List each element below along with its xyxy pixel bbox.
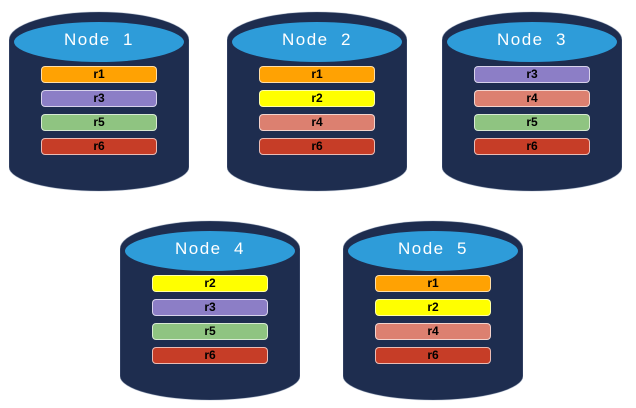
cylinder-top-ellipse xyxy=(123,229,297,273)
replica-bar-r5: r5 xyxy=(41,114,157,131)
replica-bar-r4: r4 xyxy=(375,323,491,340)
cylinder-top-ellipse xyxy=(12,20,186,64)
node-3: Node 3 r3 r4 r5 r6 xyxy=(442,9,622,199)
node-5-title: Node 5 xyxy=(397,239,469,258)
node-1: Node 1 r1 r3 r5 r6 xyxy=(9,9,189,199)
replica-bar-r6: r6 xyxy=(474,138,590,155)
node-4-replica-list: r2 r3 r5 r6 xyxy=(152,275,268,371)
node-3-title: Node 3 xyxy=(496,30,568,49)
node-4: Node 4 r2 r3 r5 r6 xyxy=(120,218,300,408)
node-2: Node 2 r1 r2 r4 r6 xyxy=(227,9,407,199)
replica-bar-r1: r1 xyxy=(259,66,375,83)
cylinder-top-ellipse xyxy=(346,229,520,273)
replica-bar-r3: r3 xyxy=(41,90,157,107)
cylinder-top-ellipse xyxy=(230,20,404,64)
replica-bar-r6: r6 xyxy=(152,347,268,364)
node-2-replica-list: r1 r2 r4 r6 xyxy=(259,66,375,162)
replica-bar-r1: r1 xyxy=(375,275,491,292)
replica-bar-r1: r1 xyxy=(41,66,157,83)
node-2-title: Node 2 xyxy=(281,30,353,49)
replica-bar-r6: r6 xyxy=(259,138,375,155)
node-1-replica-list: r1 r3 r5 r6 xyxy=(41,66,157,162)
replica-bar-r5: r5 xyxy=(152,323,268,340)
node-5-replica-list: r1 r2 r4 r6 xyxy=(375,275,491,371)
replica-bar-r5: r5 xyxy=(474,114,590,131)
node-4-title: Node 4 xyxy=(174,239,246,258)
node-1-title: Node 1 xyxy=(63,30,135,49)
cylinder-top-ellipse xyxy=(445,20,619,64)
replica-bar-r6: r6 xyxy=(375,347,491,364)
replica-bar-r3: r3 xyxy=(152,299,268,316)
replica-bar-r2: r2 xyxy=(152,275,268,292)
replica-bar-r4: r4 xyxy=(259,114,375,131)
replica-bar-r3: r3 xyxy=(474,66,590,83)
replica-bar-r4: r4 xyxy=(474,90,590,107)
replica-bar-r2: r2 xyxy=(259,90,375,107)
replica-bar-r2: r2 xyxy=(375,299,491,316)
replica-bar-r6: r6 xyxy=(41,138,157,155)
node-3-replica-list: r3 r4 r5 r6 xyxy=(474,66,590,162)
node-5: Node 5 r1 r2 r4 r6 xyxy=(343,218,523,408)
